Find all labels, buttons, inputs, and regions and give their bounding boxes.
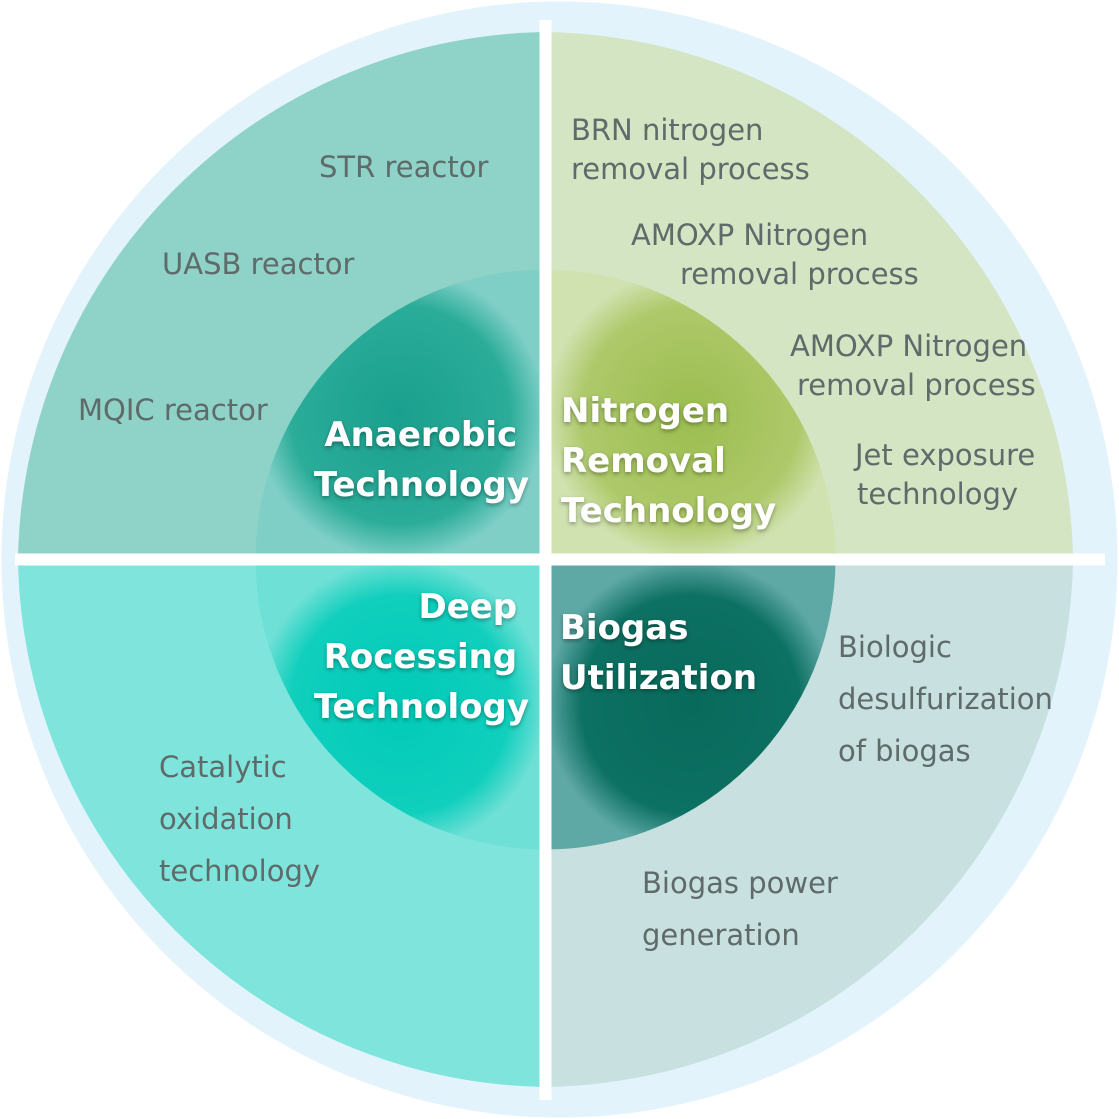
title-deep-rocessing-technology: Deep Rocessing Technology: [314, 587, 529, 727]
core-top-right: [545, 269, 836, 560]
core-bottom-right: [545, 559, 836, 850]
item-catalytic-oxidation: Catalytic oxidation technology: [159, 750, 320, 888]
item-amoxp-nitrogen-removal-2: AMOXP Nitrogen removal process: [790, 329, 1036, 402]
title-nitrogen-removal-technology: Nitrogen Removal Technology: [561, 391, 776, 531]
item-str-reactor: STR reactor: [319, 150, 488, 184]
item-mqic-reactor: MQIC reactor: [78, 393, 268, 427]
item-biologic-desulfurization: Biologic desulfurization of biogas: [838, 630, 1062, 768]
title-anaerobic-technology: Anaerobic Technology: [314, 415, 529, 505]
item-biogas-power-generation: Biogas power generation: [642, 866, 847, 952]
core-top-left: [255, 269, 546, 560]
item-brn-nitrogen-removal: BRN nitrogen removal process: [571, 113, 810, 186]
item-amoxp-nitrogen-removal-1: AMOXP Nitrogen removal process: [631, 218, 919, 291]
separator-horizontal: [15, 553, 1105, 566]
item-uasb-reactor: UASB reactor: [162, 247, 355, 281]
core-bottom-left: [255, 559, 546, 850]
title-biogas-utilization: Biogas Utilization: [560, 608, 757, 698]
item-jet-exposure: Jet exposure technology: [853, 438, 1044, 511]
